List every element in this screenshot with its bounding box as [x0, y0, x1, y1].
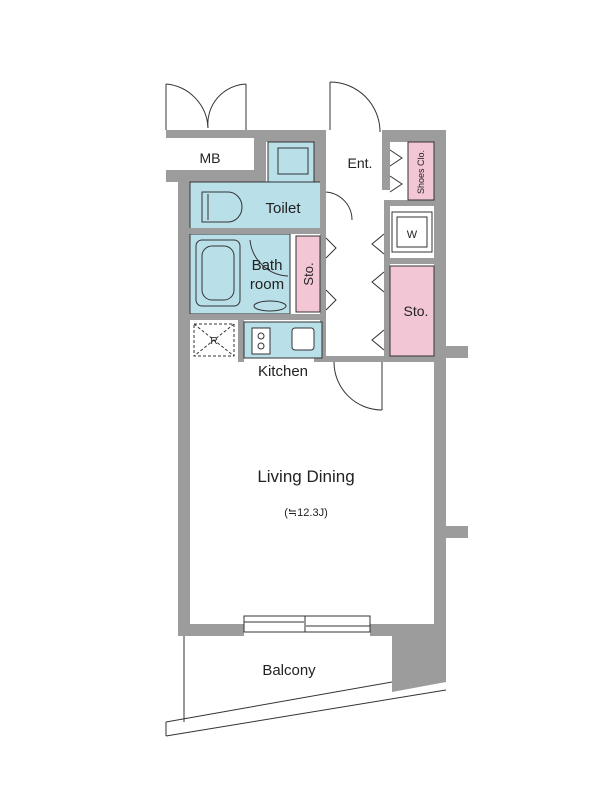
bathroom: [189, 233, 291, 315]
mb-label: MB: [200, 150, 221, 166]
ld-door: [333, 361, 383, 411]
shoes-closet: [389, 141, 435, 201]
toilet-room: [189, 141, 353, 231]
storage-small: [295, 235, 337, 313]
entrance-label: Ent.: [348, 155, 373, 171]
balcony-outline: [165, 636, 447, 737]
entrance-doors: [165, 81, 381, 133]
shoes-closet-label: Shoes Clo.: [416, 150, 426, 194]
balcony-label: Balcony: [262, 662, 316, 679]
storage-large: [371, 233, 435, 357]
exterior-walls: [166, 130, 468, 636]
storage-large-label: Sto.: [404, 303, 429, 319]
fridge-space: [193, 323, 235, 357]
kitchen-label: Kitchen: [258, 363, 308, 380]
bathroom-label-line2: room: [250, 276, 284, 293]
kitchen-counter: [243, 321, 323, 359]
storage-small-label: Sto.: [301, 262, 316, 285]
toilet-label: Toilet: [265, 200, 301, 217]
washer-space: [391, 211, 433, 253]
fridge-label: R: [210, 336, 217, 347]
interior-walls: [186, 180, 438, 362]
balcony-wall: [392, 636, 446, 692]
living-dining-size: (≒12.3J): [284, 507, 327, 519]
living-dining-label: Living Dining: [257, 467, 354, 486]
bathroom-label-line1: Bath: [252, 257, 283, 274]
washer-label: W: [407, 229, 418, 241]
balcony-window: [243, 615, 371, 633]
